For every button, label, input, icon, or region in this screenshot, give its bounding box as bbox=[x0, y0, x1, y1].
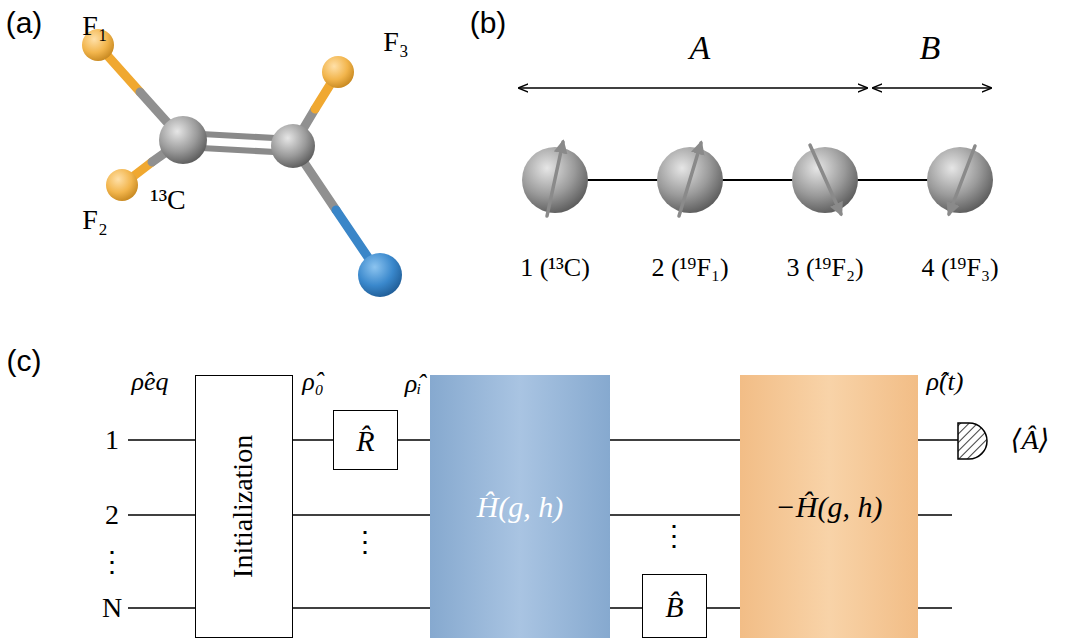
spin-label: 1 (¹³C) bbox=[520, 253, 590, 282]
panel-label: (a) bbox=[6, 6, 43, 39]
spin-label: 3 (¹⁹F₂) bbox=[786, 254, 863, 283]
state-label: ρ̂ᵢ bbox=[405, 369, 422, 398]
spin-arrows bbox=[547, 142, 975, 216]
qubit-wire bbox=[707, 607, 740, 609]
wire-label: 2 bbox=[105, 499, 119, 530]
measurement-label: ⟨Â⟩ bbox=[1011, 424, 1050, 455]
reverse-evolution-block: −Ĥ(g, h) bbox=[740, 375, 918, 638]
state-label: ρ̂eq bbox=[131, 367, 168, 396]
qubit-wire bbox=[610, 439, 740, 441]
atom-label: F₃ bbox=[383, 27, 408, 58]
gate-box: B̂ bbox=[642, 574, 707, 638]
ellipsis: ⋮ bbox=[660, 521, 688, 552]
atom-label: F₂ bbox=[82, 204, 107, 235]
ellipsis: ⋮ bbox=[660, 520, 688, 551]
initialization-box: Initialization bbox=[195, 375, 293, 638]
qubit-wire bbox=[293, 439, 333, 441]
qubit-wire bbox=[610, 607, 642, 609]
box-label: Initialization bbox=[229, 435, 260, 578]
wire-label: 1 bbox=[105, 425, 119, 456]
gate-box: R̂ bbox=[333, 410, 398, 470]
state-label: ρ̂eq bbox=[131, 368, 168, 397]
box-label: B̂ bbox=[665, 590, 683, 623]
ellipsis: ⋮ bbox=[98, 547, 126, 578]
ellipsis: ⋮ bbox=[98, 546, 126, 577]
box-label: R̂ bbox=[356, 424, 374, 457]
wire-label: 2 bbox=[105, 500, 119, 531]
spin-spheres bbox=[522, 147, 993, 213]
wire-label: N bbox=[102, 593, 122, 624]
qubit-wire bbox=[293, 514, 430, 516]
region-label: A bbox=[690, 29, 711, 66]
panel-label: (b) bbox=[470, 6, 507, 39]
chain-line bbox=[555, 179, 960, 181]
region-label: A bbox=[690, 29, 711, 66]
wire-label: 1 bbox=[105, 424, 119, 455]
spin-label: 1 (¹³C) bbox=[520, 254, 590, 283]
wire-label: N bbox=[102, 592, 122, 623]
ellipsis: ⋮ bbox=[351, 526, 379, 557]
spin-label: 4 (¹⁹F₃) bbox=[921, 254, 998, 283]
measurement-symbol bbox=[958, 423, 987, 459]
box-label: −Ĥ(g, h) bbox=[776, 490, 883, 523]
spin-label: 3 (¹⁹F₂) bbox=[786, 253, 863, 282]
spin-label: 4 (¹⁹F₃) bbox=[921, 253, 998, 282]
qubit-wire bbox=[398, 439, 430, 441]
atom-label: ¹³C bbox=[150, 184, 185, 215]
qubit-wire bbox=[293, 607, 430, 609]
state-label: ρ̂(t) bbox=[926, 368, 963, 397]
atom-label: F₁ bbox=[82, 10, 107, 41]
spin-label: 2 (¹⁹F₁) bbox=[651, 253, 728, 282]
molecule-atoms bbox=[82, 29, 402, 297]
region-label: B bbox=[920, 29, 941, 66]
panel-label: (c) bbox=[7, 344, 42, 377]
atom-label: F₂ bbox=[82, 205, 107, 236]
atom-label: F₃ bbox=[383, 26, 408, 57]
state-label: ρ̂₀ bbox=[302, 367, 324, 396]
molecule-bonds bbox=[98, 45, 380, 275]
state-label: ρ̂₀ bbox=[302, 368, 324, 397]
region-brackets bbox=[519, 87, 991, 89]
qubit-wire bbox=[610, 514, 740, 516]
panel-label: (c) bbox=[7, 344, 42, 377]
state-label: ρ̂ᵢ bbox=[405, 370, 422, 399]
measurement-label: ⟨Â⟩ bbox=[1011, 425, 1050, 456]
evolution-block: Ĥ(g, h) bbox=[430, 375, 610, 638]
spin-label: 2 (¹⁹F₁) bbox=[651, 254, 728, 283]
atom-label: ¹³C bbox=[150, 185, 185, 216]
box-label: Ĥ(g, h) bbox=[477, 490, 564, 523]
atom-label: F₁ bbox=[82, 11, 107, 42]
state-label: ρ̂(t) bbox=[926, 367, 963, 396]
region-label: B bbox=[920, 29, 941, 66]
panel-label: (b) bbox=[470, 6, 507, 39]
panel-label: (a) bbox=[6, 6, 43, 39]
ellipsis: ⋮ bbox=[351, 527, 379, 558]
